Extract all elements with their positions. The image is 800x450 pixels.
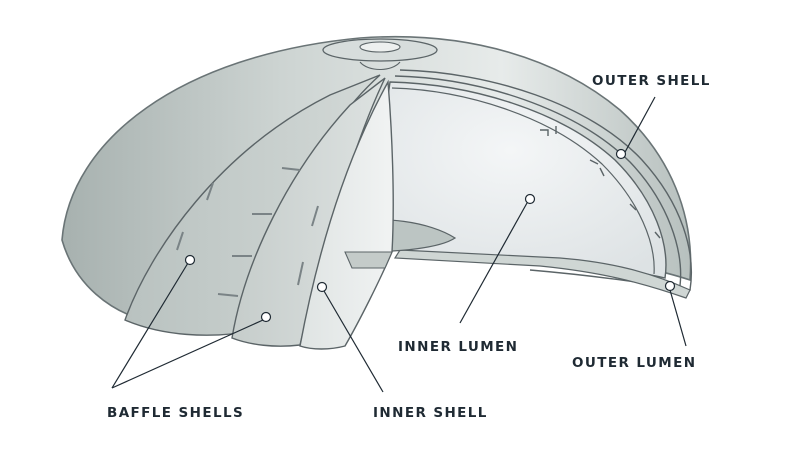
baffle-shell-2 [231, 77, 386, 347]
lumen-notches [540, 126, 661, 239]
label-inner-shell: INNER SHELL [373, 405, 488, 421]
leader-inner-shell [316, 281, 384, 393]
label-baffle-shells: BAFFLE SHELLS [107, 405, 245, 421]
leader-outer-shell [615, 96, 656, 160]
leader-baffle-shells [111, 254, 272, 389]
label-inner-lumen: INNER LUMEN [398, 339, 519, 355]
label-outer-lumen: OUTER LUMEN [572, 355, 697, 371]
label-outer-shell: OUTER SHELL [592, 73, 711, 89]
top-cap [322, 38, 438, 71]
leader-outer-lumen [664, 280, 687, 347]
leader-inner-lumen [459, 193, 536, 324]
shell-cut-bottom [393, 249, 691, 299]
outer-lumen-rim-3 [391, 87, 655, 275]
inner-shell-fold [344, 251, 393, 269]
inner-lumen-area [382, 81, 667, 279]
baffle-slots [176, 167, 319, 297]
